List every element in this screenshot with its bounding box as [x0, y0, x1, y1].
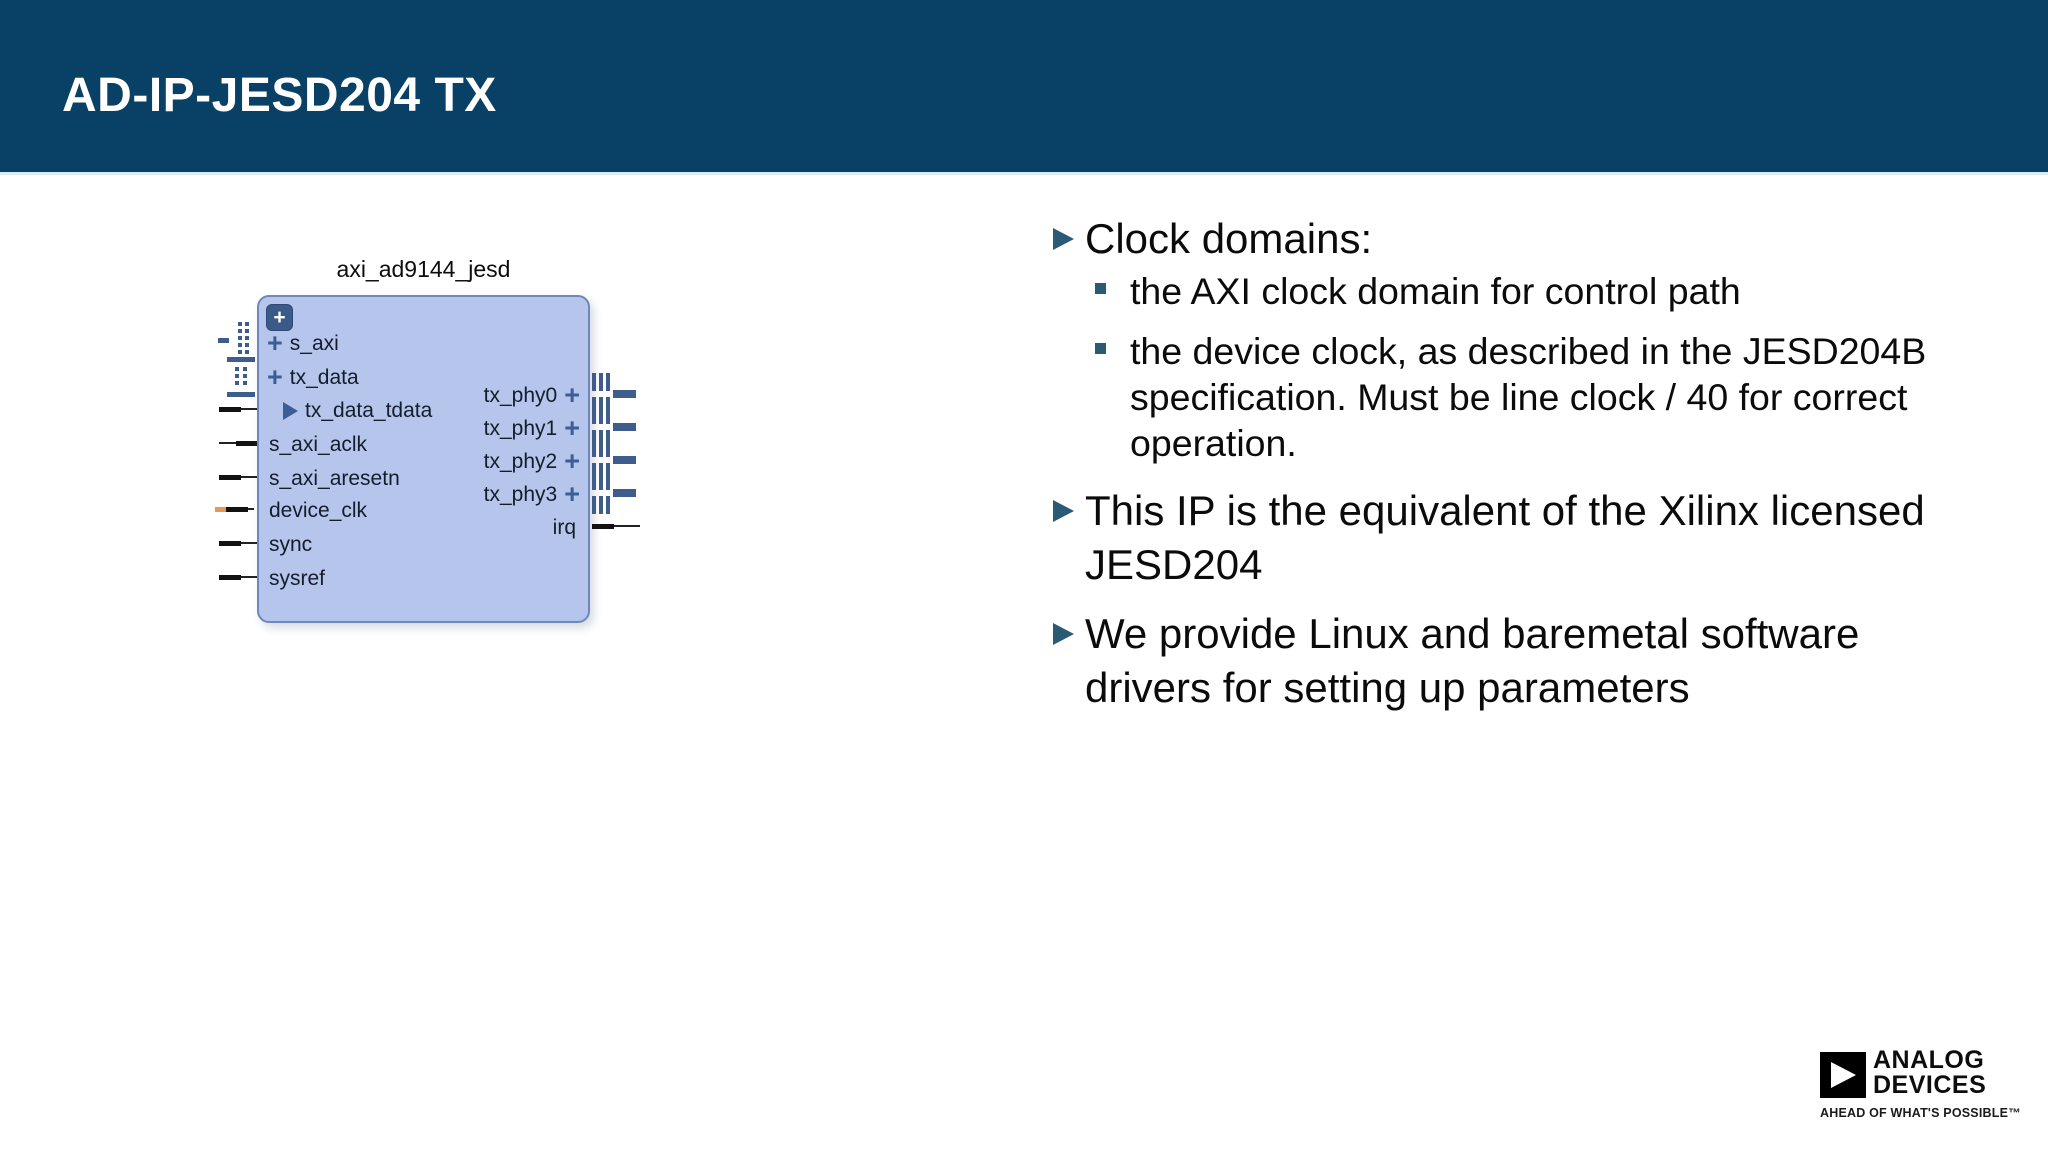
port-label: s_axi	[289, 332, 339, 355]
port-s-axi-aresetn: s_axi_aresetn	[269, 466, 400, 492]
port-label: s_axi_aresetn	[269, 467, 400, 490]
adi-triangle-icon	[1831, 1062, 1856, 1088]
port-sync: sync	[269, 532, 312, 558]
square-bullet-icon	[1095, 283, 1106, 294]
port-tx-phy2: tx_phy2 +	[483, 446, 580, 476]
axi-bus-symbol-tx-data	[227, 357, 255, 397]
expand-plus-icon[interactable]: +	[564, 446, 580, 476]
bullet-item: Clock domains:	[1052, 212, 1952, 266]
wire-sync	[219, 540, 258, 546]
adi-wordmark-line1: ANALOG	[1873, 1046, 1985, 1074]
expand-plus-icon[interactable]: +	[267, 328, 283, 358]
port-tx-data-tdata: tx_data_tdata	[283, 398, 432, 424]
title-bar: AD-IP-JESD204 TX	[0, 0, 2048, 175]
axi-bus-symbol-s-axi	[218, 322, 249, 361]
wire-tx-data-tdata	[219, 406, 258, 412]
port-label: tx_phy0	[483, 384, 558, 407]
port-label: tx_phy1	[483, 417, 558, 440]
adi-tagline: AHEAD OF WHAT'S POSSIBLE™	[1820, 1106, 2021, 1120]
square-bullet-icon	[1095, 343, 1106, 354]
bullet-item: We provide Linux and baremetal software …	[1052, 607, 1952, 715]
phy-bus-symbol-tx-phy3	[592, 472, 636, 514]
wire-s-axi-aresetn	[219, 474, 258, 480]
port-label: tx_data	[289, 366, 359, 389]
expand-plus-icon[interactable]: +	[267, 362, 283, 392]
port-device-clk: device_clk	[269, 498, 367, 524]
ip-block-title: axi_ad9144_jesd	[336, 256, 511, 282]
adi-wordmark-line2: DEVICES	[1873, 1071, 1987, 1099]
port-label: irq	[552, 516, 576, 539]
bullet-item: the AXI clock domain for control path	[1052, 268, 1952, 314]
triangle-bullet-icon	[1053, 228, 1074, 250]
port-tx-data: + tx_data	[267, 362, 359, 392]
bullet-list: Clock domains: the AXI clock domain for …	[1052, 212, 1952, 715]
port-label: s_axi_aclk	[269, 433, 368, 456]
port-label: device_clk	[269, 499, 368, 522]
pin-arrow-icon	[283, 402, 298, 420]
ip-block: + + s_axi + tx_data tx_data_tdata s_axi_…	[257, 295, 590, 623]
port-tx-phy3: tx_phy3 +	[483, 479, 580, 509]
bullet-text: This IP is the equivalent of the Xilinx …	[1085, 487, 1925, 588]
wire-irq	[592, 523, 640, 529]
port-label: tx_data_tdata	[305, 399, 433, 422]
bullet-text: the device clock, as described in the JE…	[1130, 330, 1927, 464]
expand-plus-icon[interactable]: +	[564, 479, 580, 509]
adi-wordmark: ANALOG DEVICES	[1873, 1048, 1986, 1098]
port-s-axi: + s_axi	[267, 328, 339, 358]
page-title: AD-IP-JESD204 TX	[62, 69, 497, 122]
triangle-bullet-icon	[1053, 500, 1074, 522]
port-s-axi-aclk: s_axi_aclk	[269, 432, 367, 458]
port-tx-phy1: tx_phy1 +	[483, 413, 580, 443]
wire-s-axi-aclk	[219, 440, 258, 446]
bullet-text: Clock domains:	[1085, 215, 1373, 262]
port-label: tx_phy2	[483, 450, 558, 473]
port-label: tx_phy3	[483, 483, 558, 506]
port-label: sysref	[269, 567, 326, 590]
port-sysref: sysref	[269, 566, 325, 592]
expand-plus-icon[interactable]: +	[564, 413, 580, 443]
adi-logo-mark	[1820, 1052, 1866, 1098]
bullet-item: the device clock, as described in the JE…	[1052, 328, 1952, 466]
triangle-bullet-icon	[1053, 623, 1074, 645]
wire-sysref	[219, 574, 258, 580]
port-tx-phy0: tx_phy0 +	[483, 380, 580, 410]
block-expand-button[interactable]: +	[266, 304, 293, 331]
bullet-text: We provide Linux and baremetal software …	[1085, 610, 1860, 711]
port-label: sync	[269, 533, 313, 556]
port-irq: irq	[553, 515, 576, 541]
expand-plus-icon[interactable]: +	[564, 380, 580, 410]
bullet-text: the AXI clock domain for control path	[1130, 270, 1741, 312]
wire-device-clk	[215, 506, 254, 512]
bullet-item: This IP is the equivalent of the Xilinx …	[1052, 484, 1952, 592]
